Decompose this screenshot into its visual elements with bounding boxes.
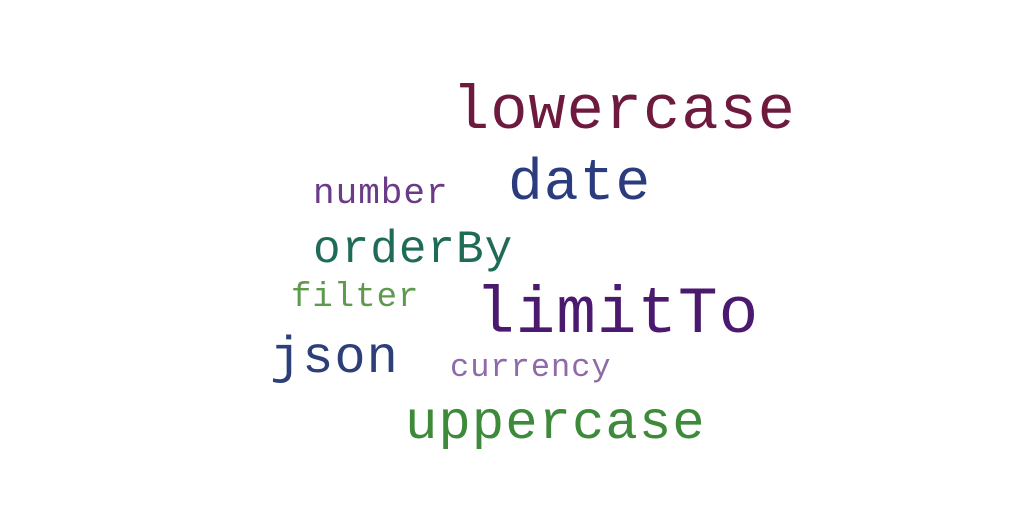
word-number: number xyxy=(313,173,449,214)
word-lowercase: lowercase xyxy=(452,76,796,147)
word-currency: currency xyxy=(450,349,612,386)
word-uppercase: uppercase xyxy=(405,394,706,455)
word-filter: filter xyxy=(291,279,420,317)
word-json: json xyxy=(270,329,399,388)
word-limitto: limitTo xyxy=(475,277,760,352)
word-orderby: orderBy xyxy=(313,224,514,276)
word-date: date xyxy=(508,152,652,217)
